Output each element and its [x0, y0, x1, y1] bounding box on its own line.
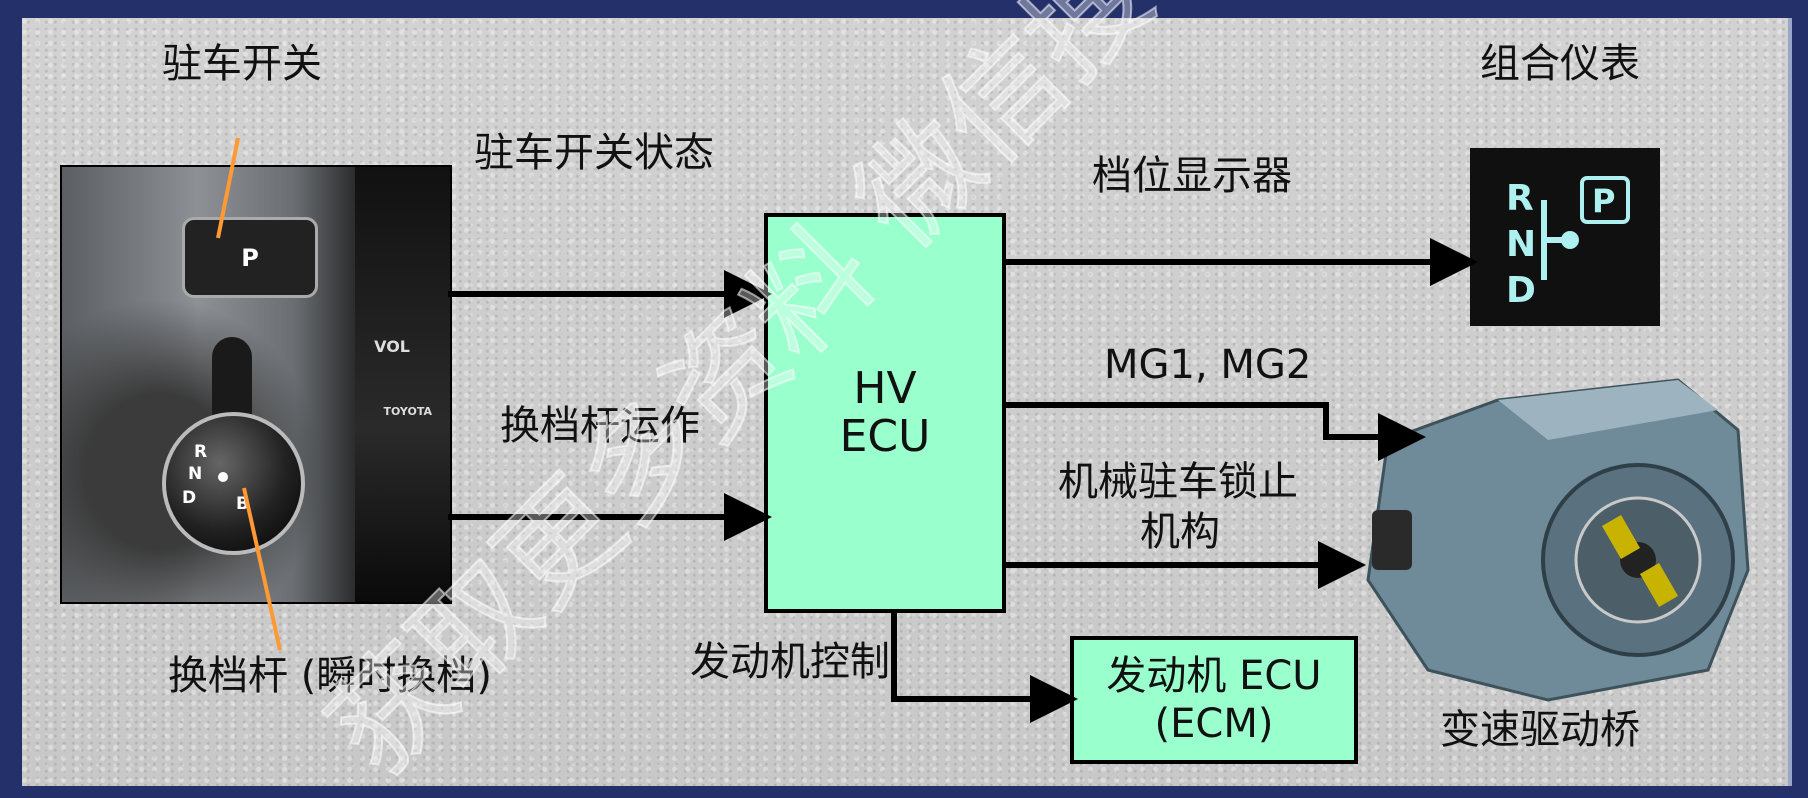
- display-letter-n: N: [1506, 224, 1536, 265]
- shift-lever-label: 换档杆 (瞬时换档): [168, 653, 492, 699]
- shift-knob: R N D B: [162, 412, 305, 555]
- transaxle-top: [1498, 380, 1718, 440]
- hv-ecu-box: HV ECU: [764, 213, 1006, 613]
- engine-ecu-line2: (ECM): [1154, 701, 1274, 747]
- engine-ecu-line1: 发动机 ECU: [1106, 653, 1322, 699]
- engine-control-label: 发动机控制: [690, 639, 890, 685]
- transaxle-spring-2: [1639, 563, 1679, 607]
- audio-panel: [355, 167, 450, 602]
- arrow-to-mg: [1006, 402, 1426, 461]
- knob-letter-r: R: [194, 442, 208, 462]
- combination-meter-label: 组合仪表: [1480, 41, 1640, 87]
- display-shift-path: [1541, 200, 1566, 280]
- shift-lever-operation-label: 换档杆运作: [500, 403, 700, 449]
- arrow-to-ecm: [891, 613, 1078, 723]
- knob-letter-n: N: [188, 464, 203, 484]
- engine-ecu-box: 发动机 ECU (ECM): [1070, 636, 1358, 764]
- park-button-letter: P: [241, 243, 259, 272]
- vol-text: VOL: [374, 337, 410, 356]
- display-letter-d: D: [1506, 270, 1536, 311]
- shift-indicator-display: R N D P: [1470, 148, 1660, 326]
- display-dot: [1561, 231, 1579, 249]
- shift-indicator-graphic: R N D P: [1506, 176, 1630, 311]
- transaxle-label: 变速驱动桥: [1440, 707, 1640, 753]
- transaxle-image: [1366, 378, 1750, 702]
- hv-ecu-line1: HV: [853, 362, 917, 414]
- parking-lock-label-line1: 机械驻车锁止: [1058, 459, 1298, 505]
- mg-label: MG1, MG2: [1104, 342, 1312, 388]
- display-letter-r: R: [1506, 178, 1534, 219]
- pointer-shift-lever: [242, 487, 282, 651]
- park-button: P: [182, 217, 318, 298]
- parking-lock-label-line2: 机构: [1140, 509, 1220, 555]
- shift-panel-photo: P R N D B VOL TOYOTA: [60, 165, 452, 604]
- display-park-box: [1580, 176, 1630, 224]
- transaxle-spring-1: [1601, 515, 1641, 559]
- transaxle-connector: [1372, 510, 1412, 570]
- park-switch-label: 驻车开关: [162, 41, 322, 87]
- park-switch-state-label: 驻车开关状态: [474, 130, 714, 176]
- knob-dot: [218, 472, 228, 482]
- shift-position-indicator-label: 档位显示器: [1092, 153, 1292, 199]
- brand-text: TOYOTA: [383, 405, 432, 418]
- pointer-park-switch: [216, 137, 240, 239]
- display-park-letter: P: [1592, 182, 1615, 220]
- hv-ecu-line2: ECU: [839, 411, 931, 462]
- knob-letter-d: D: [182, 488, 197, 508]
